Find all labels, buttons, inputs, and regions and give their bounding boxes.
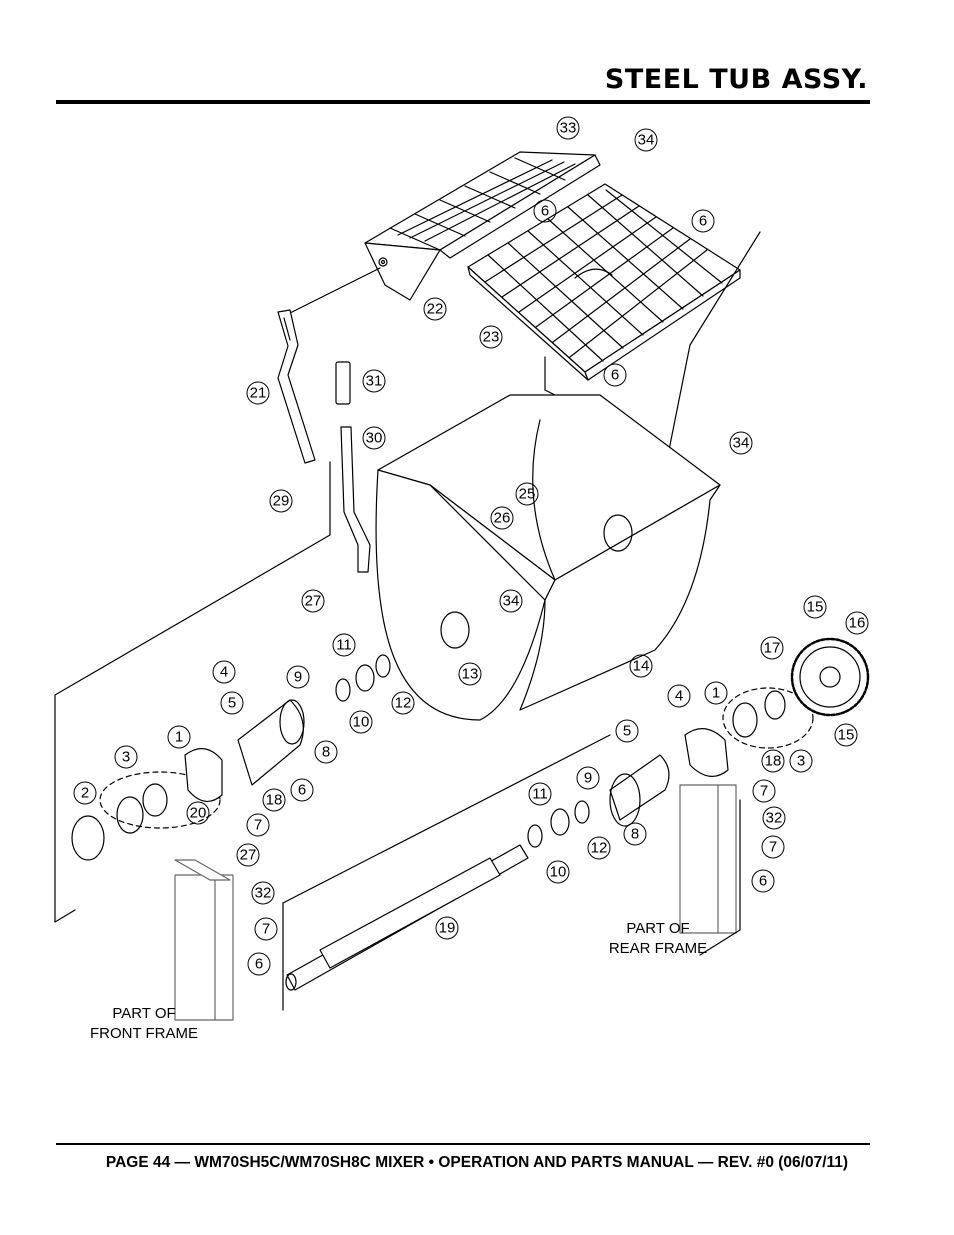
callout-32-front: 32 xyxy=(255,885,272,902)
callout-5-front: 5 xyxy=(228,695,236,712)
callout-6-c: 6 xyxy=(611,367,619,384)
callout-6-front: 6 xyxy=(298,782,306,799)
callout-7-front-b: 7 xyxy=(262,921,270,938)
callout-13: 13 xyxy=(462,666,479,683)
header-rule xyxy=(56,100,870,104)
callout-34-top: 34 xyxy=(638,132,655,149)
callout-33: 33 xyxy=(560,120,577,137)
callout-4-rear: 4 xyxy=(675,688,683,705)
callout-18-rear: 18 xyxy=(765,753,782,770)
callout-27-top: 27 xyxy=(305,593,322,610)
callout-18-front: 18 xyxy=(266,792,283,809)
callout-17: 17 xyxy=(764,640,781,657)
callout-15-top: 15 xyxy=(807,599,824,616)
callout-5-rear: 5 xyxy=(623,723,631,740)
callout-30: 30 xyxy=(366,430,383,447)
callout-7-rear-b: 7 xyxy=(769,839,777,856)
handle-part xyxy=(277,309,316,464)
callout-29: 29 xyxy=(273,493,290,510)
callout-23: 23 xyxy=(483,329,500,346)
callout-6-rear: 6 xyxy=(759,873,767,890)
callout-7-rear-a: 7 xyxy=(760,783,768,800)
callout-22: 22 xyxy=(427,301,444,318)
callout-9-rear: 9 xyxy=(584,770,592,787)
front-bearing-assembly xyxy=(71,654,391,861)
callout-circles xyxy=(73,116,869,976)
callout-3-rear: 3 xyxy=(797,753,805,770)
rear-frame-label-line1: PART OF xyxy=(626,920,689,937)
lever-part xyxy=(335,361,371,573)
callout-6-b: 6 xyxy=(699,213,707,230)
callout-11-rear: 11 xyxy=(532,786,548,803)
callout-3-front: 3 xyxy=(122,749,130,766)
callout-27-front: 27 xyxy=(240,847,257,864)
page-footer: PAGE 44 — WM70SH5C/WM70SH8C MIXER • OPER… xyxy=(105,1154,849,1171)
chute-guard-part xyxy=(364,151,601,301)
callout-34-right: 34 xyxy=(733,435,750,452)
callout-10-front: 10 xyxy=(353,714,370,731)
tub-part xyxy=(375,394,721,721)
front-frame-label-line1: PART OF xyxy=(112,1005,175,1022)
front-frame-post xyxy=(174,859,234,1021)
callout-12-front: 12 xyxy=(395,695,412,712)
callout-8-rear: 8 xyxy=(631,826,639,843)
front-frame-label-line2: FRONT FRAME xyxy=(90,1025,198,1042)
callout-6-front-b: 6 xyxy=(255,956,263,973)
callout-16: 16 xyxy=(849,615,866,632)
callout-32-rear: 32 xyxy=(766,810,783,827)
shaft-part xyxy=(285,844,529,991)
callout-15-bottom: 15 xyxy=(838,727,855,744)
callout-31: 31 xyxy=(366,373,383,390)
callout-34-bottom: 34 xyxy=(503,593,520,610)
callout-7-front-a: 7 xyxy=(254,817,262,834)
callout-1-front: 1 xyxy=(175,729,183,746)
rear-bearing-assembly xyxy=(527,637,870,848)
callout-21: 21 xyxy=(250,385,267,402)
callout-8-front: 8 xyxy=(322,744,330,761)
callout-10-rear: 10 xyxy=(550,864,567,881)
grate-part xyxy=(467,183,741,381)
callout-4-front: 4 xyxy=(220,664,228,681)
rear-frame-post xyxy=(679,784,737,934)
callout-1-rear: 1 xyxy=(712,685,720,702)
callout-20: 20 xyxy=(190,805,207,822)
callout-6-a: 6 xyxy=(541,203,549,220)
callout-14: 14 xyxy=(633,658,650,675)
footer-rule xyxy=(56,1143,870,1145)
callout-9-front: 9 xyxy=(294,669,302,686)
callout-26: 26 xyxy=(494,510,511,527)
rear-frame-label-line2: REAR FRAME xyxy=(609,940,707,957)
page-title: STEEL TUB ASSY. xyxy=(604,64,868,95)
callout-2: 2 xyxy=(81,785,89,802)
callout-11-front: 11 xyxy=(336,637,352,654)
callout-25: 25 xyxy=(519,486,536,503)
callout-19: 19 xyxy=(439,920,456,937)
callout-12-rear: 12 xyxy=(591,840,608,857)
